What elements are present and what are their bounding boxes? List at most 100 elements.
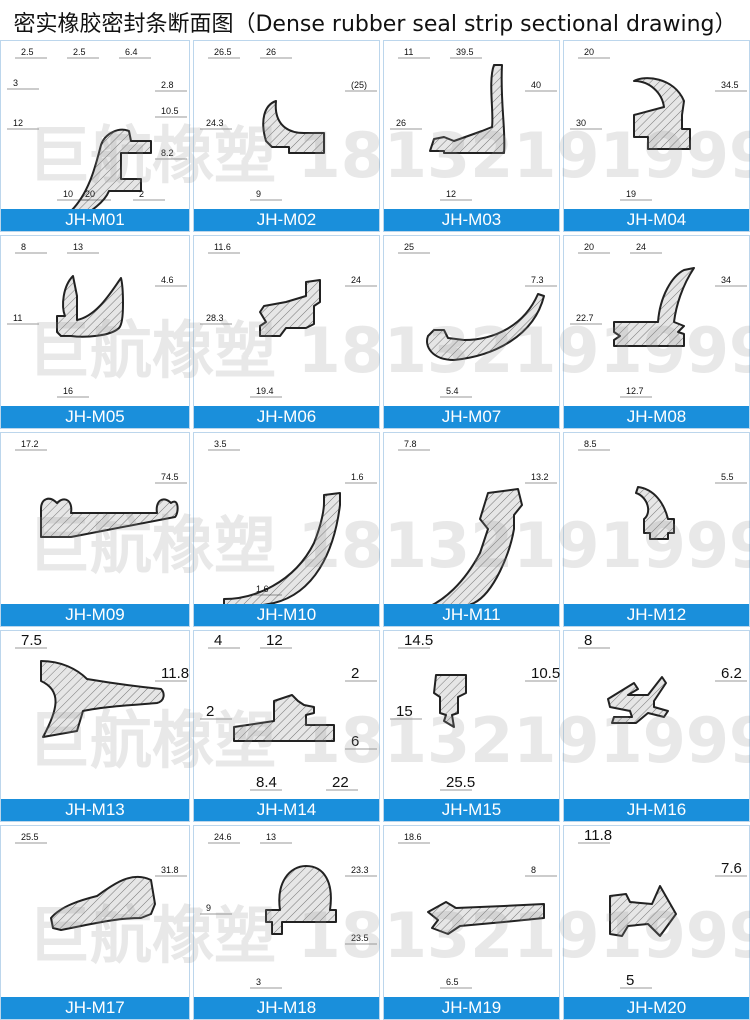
dimension-label: 11.8 <box>161 665 189 682</box>
profile-drawing: 11.87.65 <box>578 827 747 989</box>
dimension-label: 8.4 <box>256 774 277 791</box>
dimension-label: 2 <box>139 189 144 199</box>
model-code-label: JH-M11 <box>384 604 559 626</box>
model-code-label: JH-M15 <box>384 799 559 821</box>
dimension-label: 2.5 <box>21 47 34 57</box>
dimension-label: 4.6 <box>161 275 174 285</box>
dimension-label: 22 <box>332 774 349 791</box>
profile-shape <box>613 267 695 347</box>
dimension-label: 2 <box>351 665 359 682</box>
profile-shape <box>633 77 691 150</box>
profile-shape <box>40 497 179 538</box>
dimension-label: 2.5 <box>73 47 86 57</box>
dimension-label: 13 <box>73 242 83 252</box>
profile-shape <box>609 885 677 937</box>
profile-drawing: 7.5 11.8 <box>15 632 189 738</box>
profile-drawing: 26.5(25)924.326 <box>200 47 377 201</box>
profile-shape <box>607 676 669 724</box>
dimension-label: 28.3 <box>206 313 224 323</box>
dimension-label: 5 <box>626 972 634 989</box>
model-code-label: JH-M02 <box>194 209 379 231</box>
dimension-label: 26 <box>266 47 276 57</box>
dimension-label: 8 <box>531 865 536 875</box>
dimension-label: 7.6 <box>721 860 742 877</box>
dimension-label: 24.6 <box>214 832 232 842</box>
dimension-label: 12 <box>446 189 456 199</box>
dimension-label: 7.5 <box>21 632 42 649</box>
model-code-label: JH-M19 <box>384 997 559 1019</box>
profile-drawing: 86.2 <box>578 632 747 724</box>
profile-shape <box>50 875 156 931</box>
dimension-label: 26.5 <box>214 47 232 57</box>
dimension-label: 25.5 <box>21 832 39 842</box>
profile-shape <box>265 865 337 935</box>
model-code-label: JH-M01 <box>1 209 189 231</box>
dimension-label: 25 <box>404 242 414 252</box>
profile-shape <box>56 275 124 338</box>
profile-shape <box>426 293 545 361</box>
dimension-label: 24 <box>351 275 361 285</box>
profile-shape <box>259 279 321 337</box>
profile-shape <box>428 488 523 606</box>
profile-shape <box>427 901 545 935</box>
dimension-label: 2.8 <box>161 80 174 90</box>
dimension-label: 5.5 <box>721 472 734 482</box>
dimension-label: 10.5 <box>161 106 179 116</box>
dimension-label: 18.6 <box>404 832 422 842</box>
dimension-label: 34 <box>721 275 731 285</box>
dimension-label: 1.6 <box>351 472 364 482</box>
model-code-label: JH-M14 <box>194 799 379 821</box>
dimension-label: 9 <box>256 189 261 199</box>
dimension-label: 8 <box>21 242 26 252</box>
dimension-label: 13.2 <box>531 472 549 482</box>
header: 密实橡胶密封条断面图（Dense rubber seal strip secti… <box>0 0 750 40</box>
dimension-label: 12 <box>13 118 23 128</box>
dimension-label: 40 <box>531 80 541 90</box>
dimension-label: 24.3 <box>206 118 224 128</box>
profile-shape <box>635 486 675 540</box>
dimension-label: 19 <box>626 189 636 199</box>
profile-shape <box>40 660 165 738</box>
profile-drawing: 7.813.2 <box>398 439 557 606</box>
model-code-label: JH-M12 <box>564 604 749 626</box>
dimension-label: 6.2 <box>721 665 742 682</box>
dimension-label: 4 <box>214 632 222 649</box>
dimension-label: 23.3 <box>351 865 369 875</box>
dimension-label: 19.4 <box>256 386 274 396</box>
dimension-label: 8.5 <box>584 439 597 449</box>
model-code-label: JH-M05 <box>1 406 189 428</box>
dimension-label: 13 <box>266 832 276 842</box>
dimension-label: 10 <box>63 189 73 199</box>
dimension-label: 22.7 <box>576 313 594 323</box>
dimension-label: 6.4 <box>125 47 138 57</box>
profile-shape <box>223 492 341 606</box>
dimension-label: 3.5 <box>214 439 227 449</box>
profile-shape <box>429 64 506 154</box>
model-code-label: JH-M17 <box>1 997 189 1019</box>
dimension-label: 14.5 <box>404 632 433 649</box>
dimension-label: 16 <box>63 386 73 396</box>
model-code-label: JH-M08 <box>564 406 749 428</box>
profile-drawing: 3.51.61.6 <box>208 439 377 606</box>
